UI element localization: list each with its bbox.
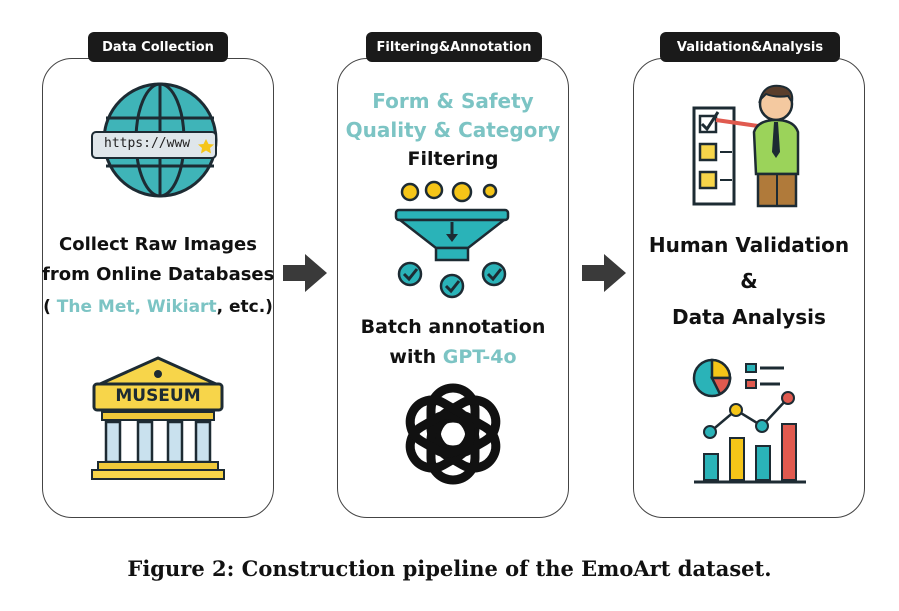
collect-line-2: from Online Databases	[42, 264, 275, 285]
openai-logo-icon	[405, 383, 501, 485]
validation-line-3: Data Analysis	[672, 305, 826, 329]
stage-tag-data-collection: Data Collection	[88, 32, 228, 62]
stage-tag-filtering-annotation: Filtering&Annotation	[366, 32, 542, 62]
person-checklist-icon	[692, 84, 800, 208]
sources-line: ( The Met, Wikiart, etc.)	[42, 292, 274, 322]
validation-line-1: Human Validation	[648, 233, 850, 257]
gpt-model-name: GPT-4o	[442, 346, 517, 368]
stage-tag-validation-analysis: Validation&Analysis	[660, 32, 840, 62]
batch-annotation-line: Batch annotation	[360, 316, 546, 338]
filtering-label: Filtering	[407, 148, 499, 170]
arrow-right-icon	[582, 254, 626, 292]
validation-line-2: &	[740, 269, 758, 293]
collect-line-1: Collect Raw Images	[59, 234, 257, 255]
url-text: https://www	[104, 136, 191, 151]
figure-caption: Figure 2: Construction pipeline of the E…	[127, 556, 772, 581]
filter-funnel-icon	[394, 180, 510, 299]
sources-rest: , etc.)	[216, 297, 273, 317]
globe-icon	[91, 82, 218, 198]
gpt-line: with GPT-4o	[337, 342, 569, 372]
arrow-right-icon	[283, 254, 327, 292]
criteria-line-2: Quality & Category	[345, 118, 561, 142]
sources-open-paren: (	[43, 297, 51, 317]
museum-label: MUSEUM	[115, 386, 201, 406]
criteria-line-1: Form & Safety	[372, 89, 534, 113]
panel-validation-analysis	[633, 58, 865, 518]
sources-highlight: The Met, Wikiart	[56, 297, 217, 317]
analytics-chart-icon	[692, 358, 806, 484]
gpt-line-prefix: with	[389, 346, 443, 368]
panel-filtering-annotation	[337, 58, 569, 518]
museum-icon	[91, 356, 225, 480]
